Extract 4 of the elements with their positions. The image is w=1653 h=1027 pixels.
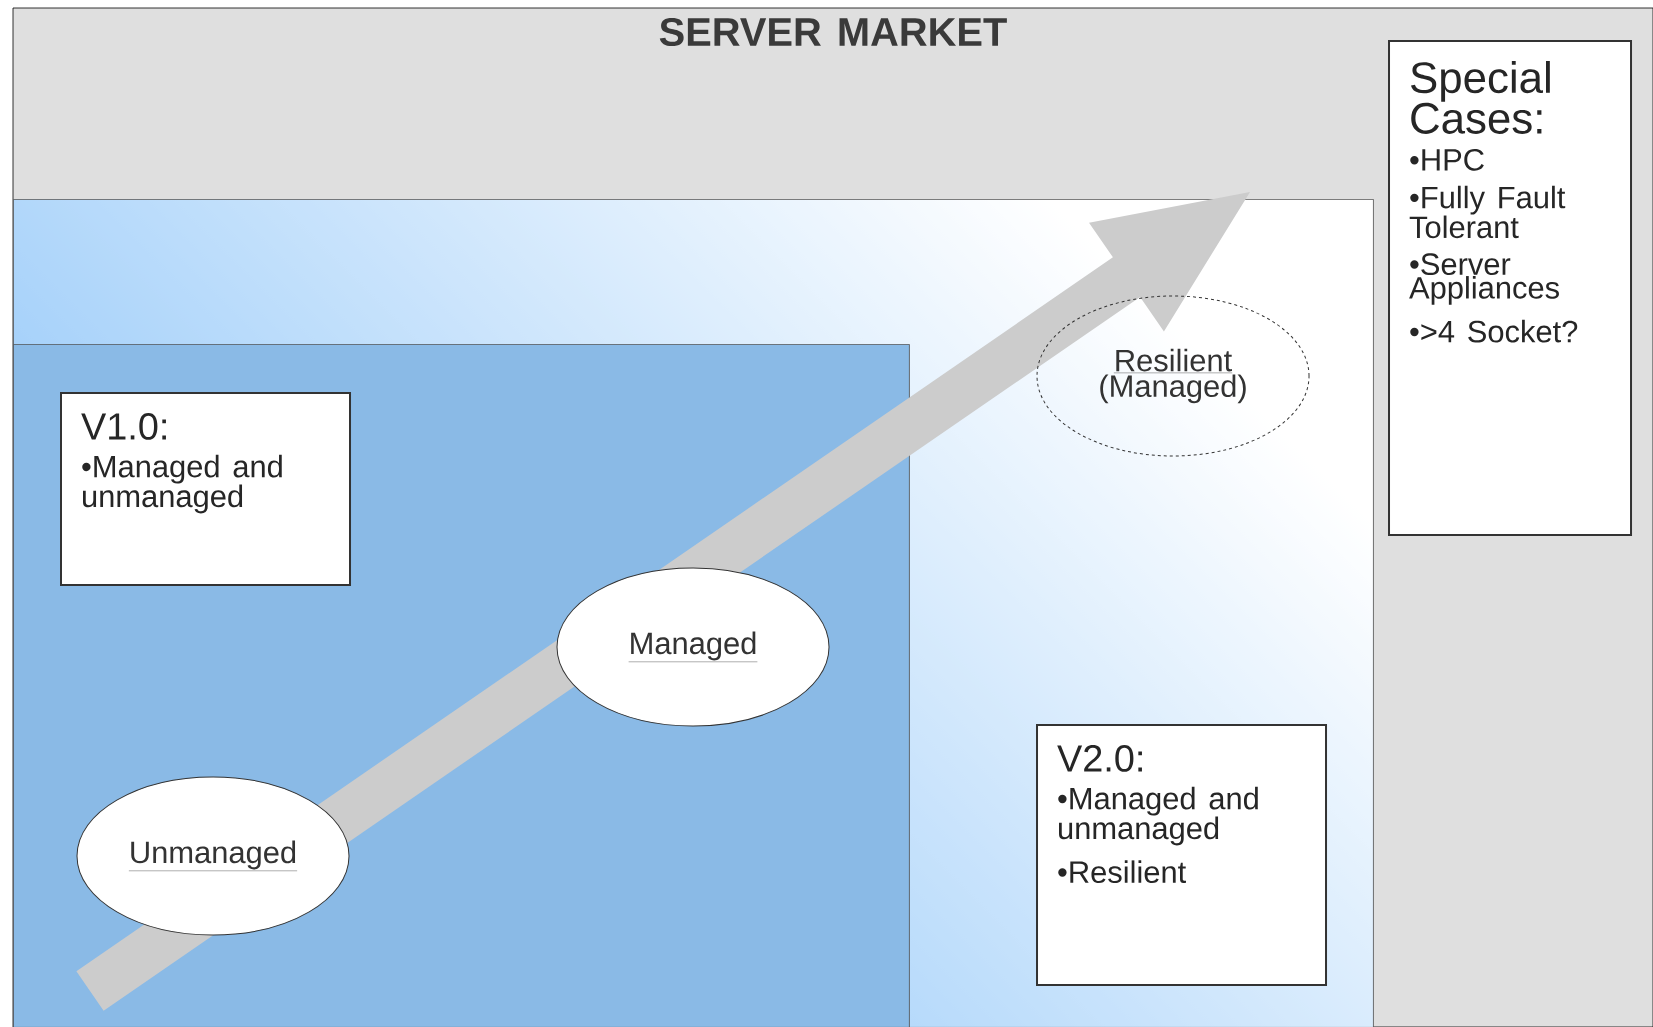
text-box: Special Cases: •HPC •Fully Fault Tolerant •Server Appliances •>4 Socket?: [1388, 40, 1632, 536]
text-box: V2.0: •Managed and unmanaged •Resilient: [1036, 724, 1327, 986]
title: SERVER MARKET: [659, 17, 1007, 47]
text-box: V1.0: •Managed and unmanaged: [60, 392, 351, 586]
